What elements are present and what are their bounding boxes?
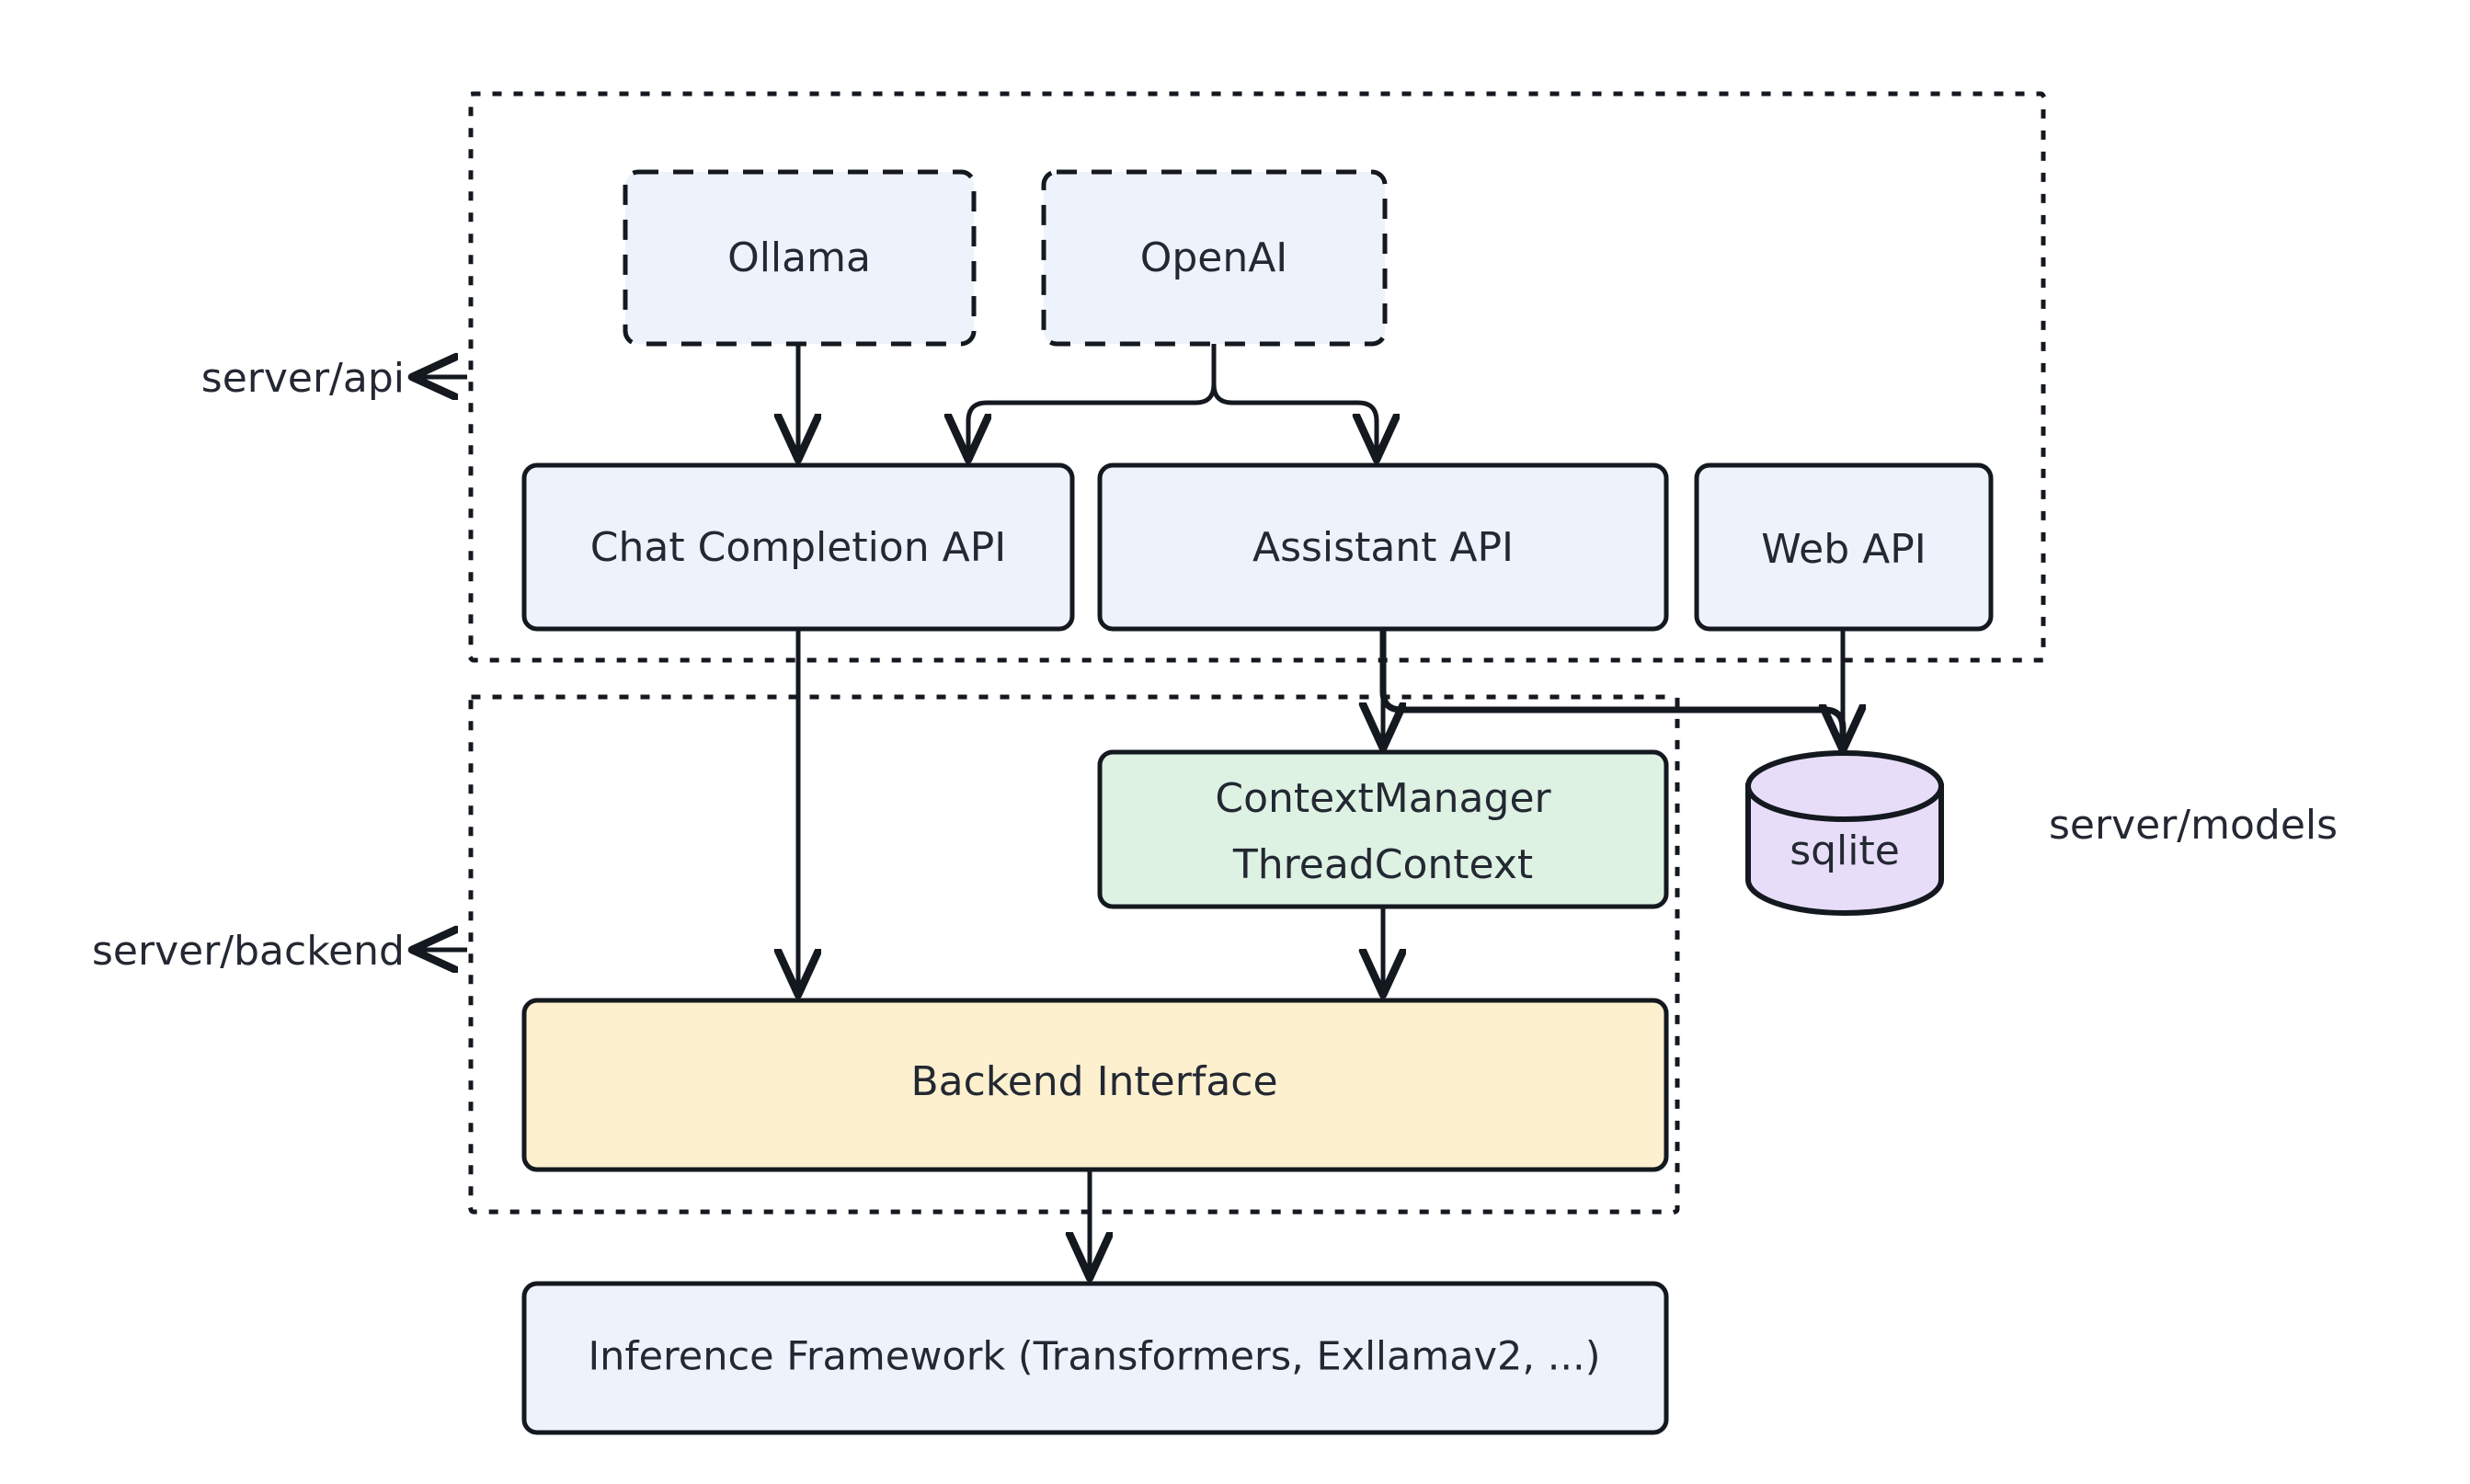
- node-chat-completion-api-label: Chat Completion API: [590, 524, 1006, 571]
- node-ollama[interactable]: Ollama: [623, 169, 977, 347]
- edge-openai-to-assistant: [1211, 383, 1377, 456]
- node-backend-interface-shape: [521, 998, 1669, 1172]
- node-backend-interface[interactable]: Backend Interface: [521, 998, 1669, 1172]
- node-inference-framework-shape: [521, 1281, 1669, 1435]
- node-context-manager-label-line-1: ContextManager: [1215, 775, 1551, 822]
- node-ollama-label: Ollama: [727, 234, 871, 281]
- group-label-server-api-text: server/api: [201, 355, 405, 402]
- node-web-api[interactable]: Web API: [1694, 462, 1994, 632]
- group-label-server-models-text: server/models: [2049, 802, 2338, 849]
- edge-assistant-to-sqlite: [1379, 629, 1847, 743]
- node-assistant-api-shape: [1097, 462, 1669, 632]
- node-context-manager-shape: [1097, 749, 1669, 909]
- node-assistant-api[interactable]: Assistant API: [1097, 462, 1669, 632]
- group-label-server-api: server/api: [201, 355, 467, 402]
- node-sqlite-label: sqlite: [1790, 828, 1900, 874]
- node-context-manager[interactable]: ContextManager ThreadContext: [1097, 749, 1669, 909]
- node-sqlite[interactable]: sqlite: [1745, 750, 1944, 916]
- node-sqlite-body: [1745, 783, 1944, 916]
- node-backend-interface-label: Backend Interface: [910, 1058, 1277, 1105]
- node-chat-completion-api-shape: [521, 462, 1075, 632]
- node-web-api-label: Web API: [1761, 526, 1927, 573]
- edge-openai-to-chat-completion: [968, 383, 1217, 456]
- node-assistant-api-label: Assistant API: [1252, 524, 1514, 571]
- node-ollama-shape: [623, 169, 977, 347]
- node-openai-label: OpenAI: [1140, 234, 1288, 281]
- node-chat-completion-api[interactable]: Chat Completion API: [521, 462, 1075, 632]
- node-inference-framework[interactable]: Inference Framework (Transformers, Exlla…: [521, 1281, 1669, 1435]
- node-openai-shape: [1041, 169, 1388, 347]
- group-label-server-backend-text: server/backend: [92, 928, 405, 975]
- node-web-api-shape: [1694, 462, 1994, 632]
- node-openai[interactable]: OpenAI: [1041, 169, 1388, 347]
- node-context-manager-label-line-2: ThreadContext: [1232, 841, 1533, 888]
- node-sqlite-top-ellipse: [1745, 750, 1944, 822]
- group-label-server-backend: server/backend: [92, 928, 467, 975]
- container-server-api: [468, 91, 2046, 663]
- container-server-backend: [468, 694, 1680, 1215]
- node-inference-framework-label: Inference Framework (Transformers, Exlla…: [589, 1334, 1601, 1380]
- group-label-server-models: server/models: [2049, 802, 2338, 849]
